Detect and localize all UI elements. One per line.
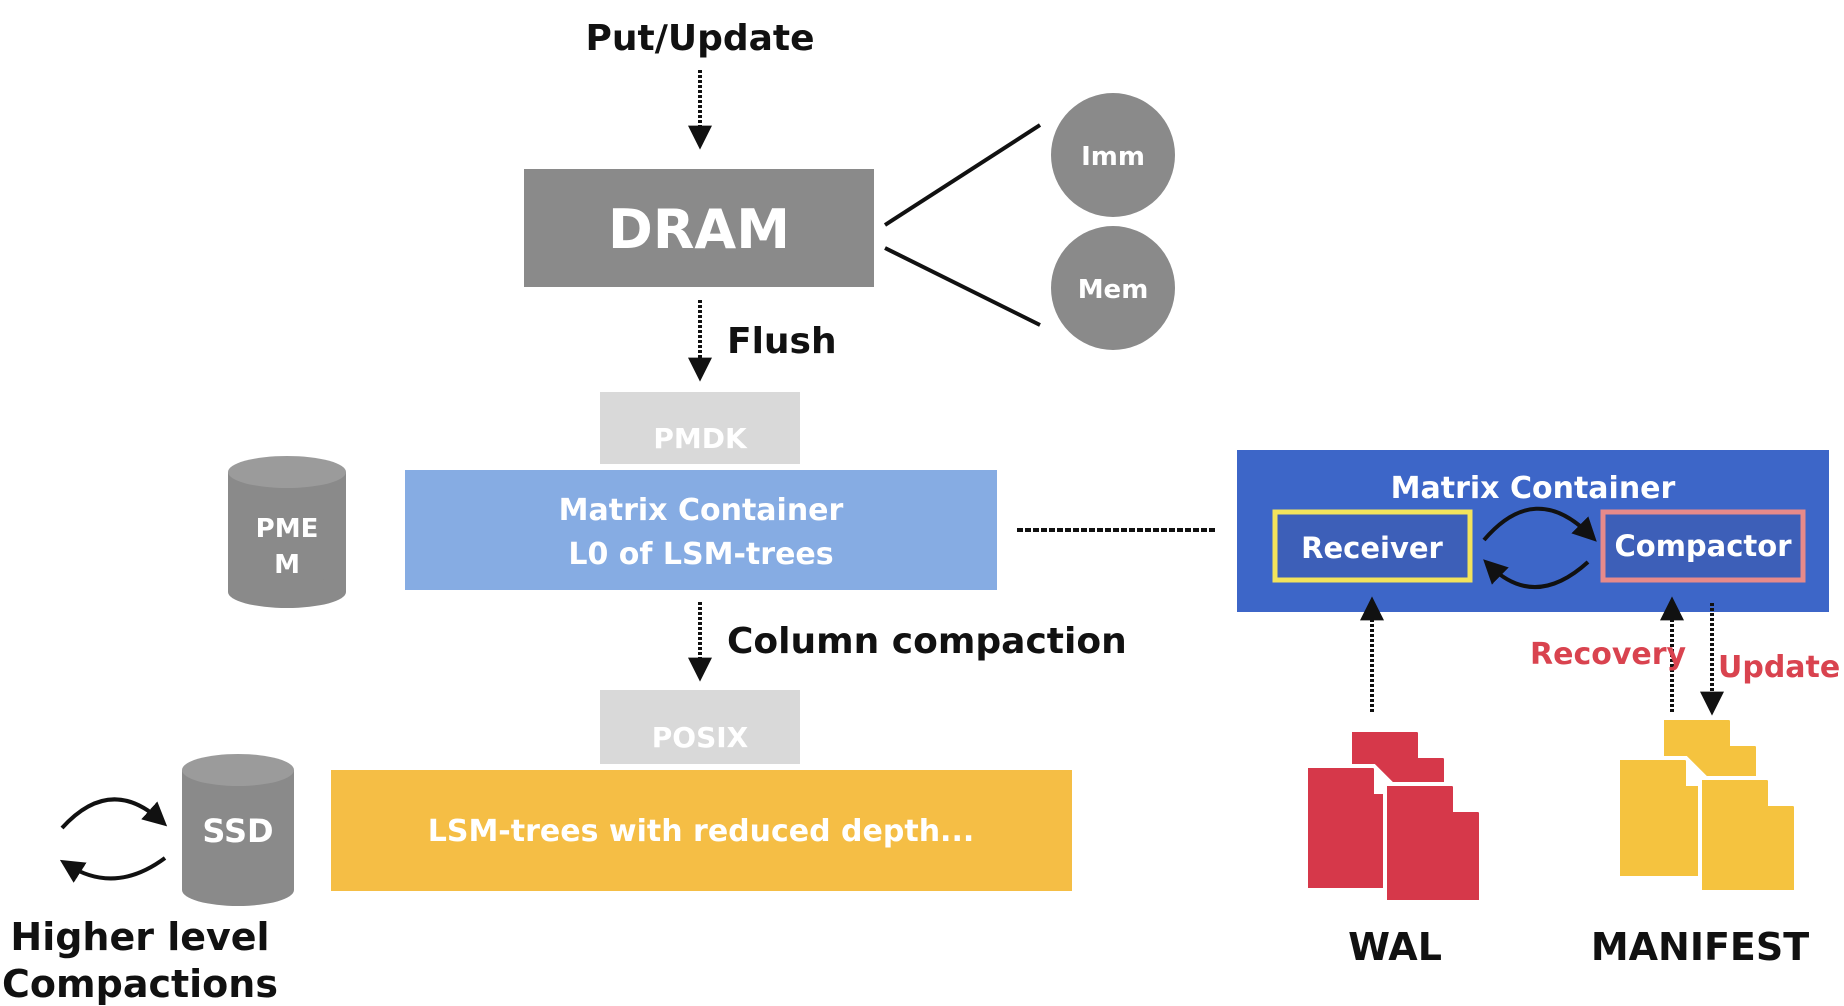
compactor-box (1600, 509, 1806, 583)
pmdk-label: PMDK (653, 422, 748, 455)
lsm-trees-label: LSM-trees with reduced depth... (428, 814, 975, 849)
l0-label-line2: L0 of LSM-trees (568, 537, 833, 572)
posix-box (600, 690, 800, 764)
compactor-to-receiver-arrow (1483, 559, 1590, 589)
flush-label: Flush (727, 321, 837, 362)
pmem-label-line2: M (274, 550, 300, 580)
mem-label: Mem (1078, 275, 1149, 305)
lsm-trees-box (331, 770, 1072, 891)
recovery-label: Recovery (1530, 637, 1687, 672)
put-update-label: Put/Update (585, 18, 814, 59)
l0-label-line1: Matrix Container (559, 493, 844, 528)
higher-compaction-cycle-top-arrow (60, 797, 168, 830)
dram-label: DRAM (608, 198, 790, 261)
l0-matrix-container-box (405, 470, 997, 590)
higher-compaction-cycle-bottom-arrow (59, 856, 167, 883)
receiver-label: Receiver (1301, 531, 1443, 565)
higher-level-label-line2: Compactions (2, 962, 278, 1006)
mem-circle (1051, 226, 1175, 350)
wal-document-icon (1304, 728, 1483, 904)
pmem-cylinder (228, 456, 346, 608)
update-label: Update (1718, 650, 1840, 685)
dram-to-mem-line (884, 246, 1041, 327)
dram-box (524, 169, 874, 287)
pmem-label-line1: PME (256, 514, 319, 544)
manifest-label: MANIFEST (1591, 925, 1809, 969)
receiver-to-compactor-arrow (1482, 506, 1597, 542)
receiver-box (1272, 509, 1473, 583)
ssd-label: SSD (202, 812, 273, 850)
manifest-document-icon (1616, 716, 1798, 894)
ssd-cylinder (182, 754, 294, 906)
wal-label: WAL (1348, 925, 1442, 969)
column-compaction-label: Column compaction (727, 621, 1127, 662)
posix-label: POSIX (652, 721, 749, 754)
pmdk-box (600, 392, 800, 464)
dram-to-imm-line (883, 123, 1042, 227)
higher-level-label-line1: Higher level (10, 915, 269, 959)
compactor-label: Compactor (1614, 529, 1792, 563)
imm-circle (1051, 93, 1175, 217)
imm-label: Imm (1081, 142, 1145, 172)
mc-right-title: Matrix Container (1391, 471, 1676, 506)
